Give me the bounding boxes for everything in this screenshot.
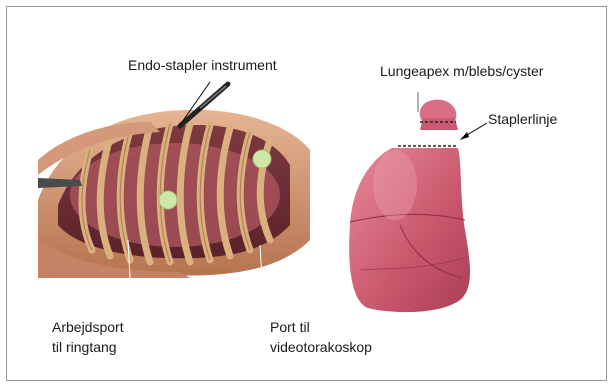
lung-apex-label: Lungeapex m/blebs/cyster xyxy=(380,62,543,80)
video-port-label-line2: videotorakoskop xyxy=(270,338,372,356)
stapler-line-arrow xyxy=(460,123,487,140)
video-port-label-line1: Port til xyxy=(270,318,310,336)
work-port-label-line1: Arbejdsport xyxy=(52,318,124,336)
endo-stapler-label: Endo-stapler instrument xyxy=(128,56,277,74)
work-port-label-line2: til ringtang xyxy=(52,338,117,356)
lung-illustration xyxy=(349,92,470,312)
thorax-illustration xyxy=(38,95,310,278)
stapler-line-label: Staplerlinje xyxy=(488,110,557,128)
